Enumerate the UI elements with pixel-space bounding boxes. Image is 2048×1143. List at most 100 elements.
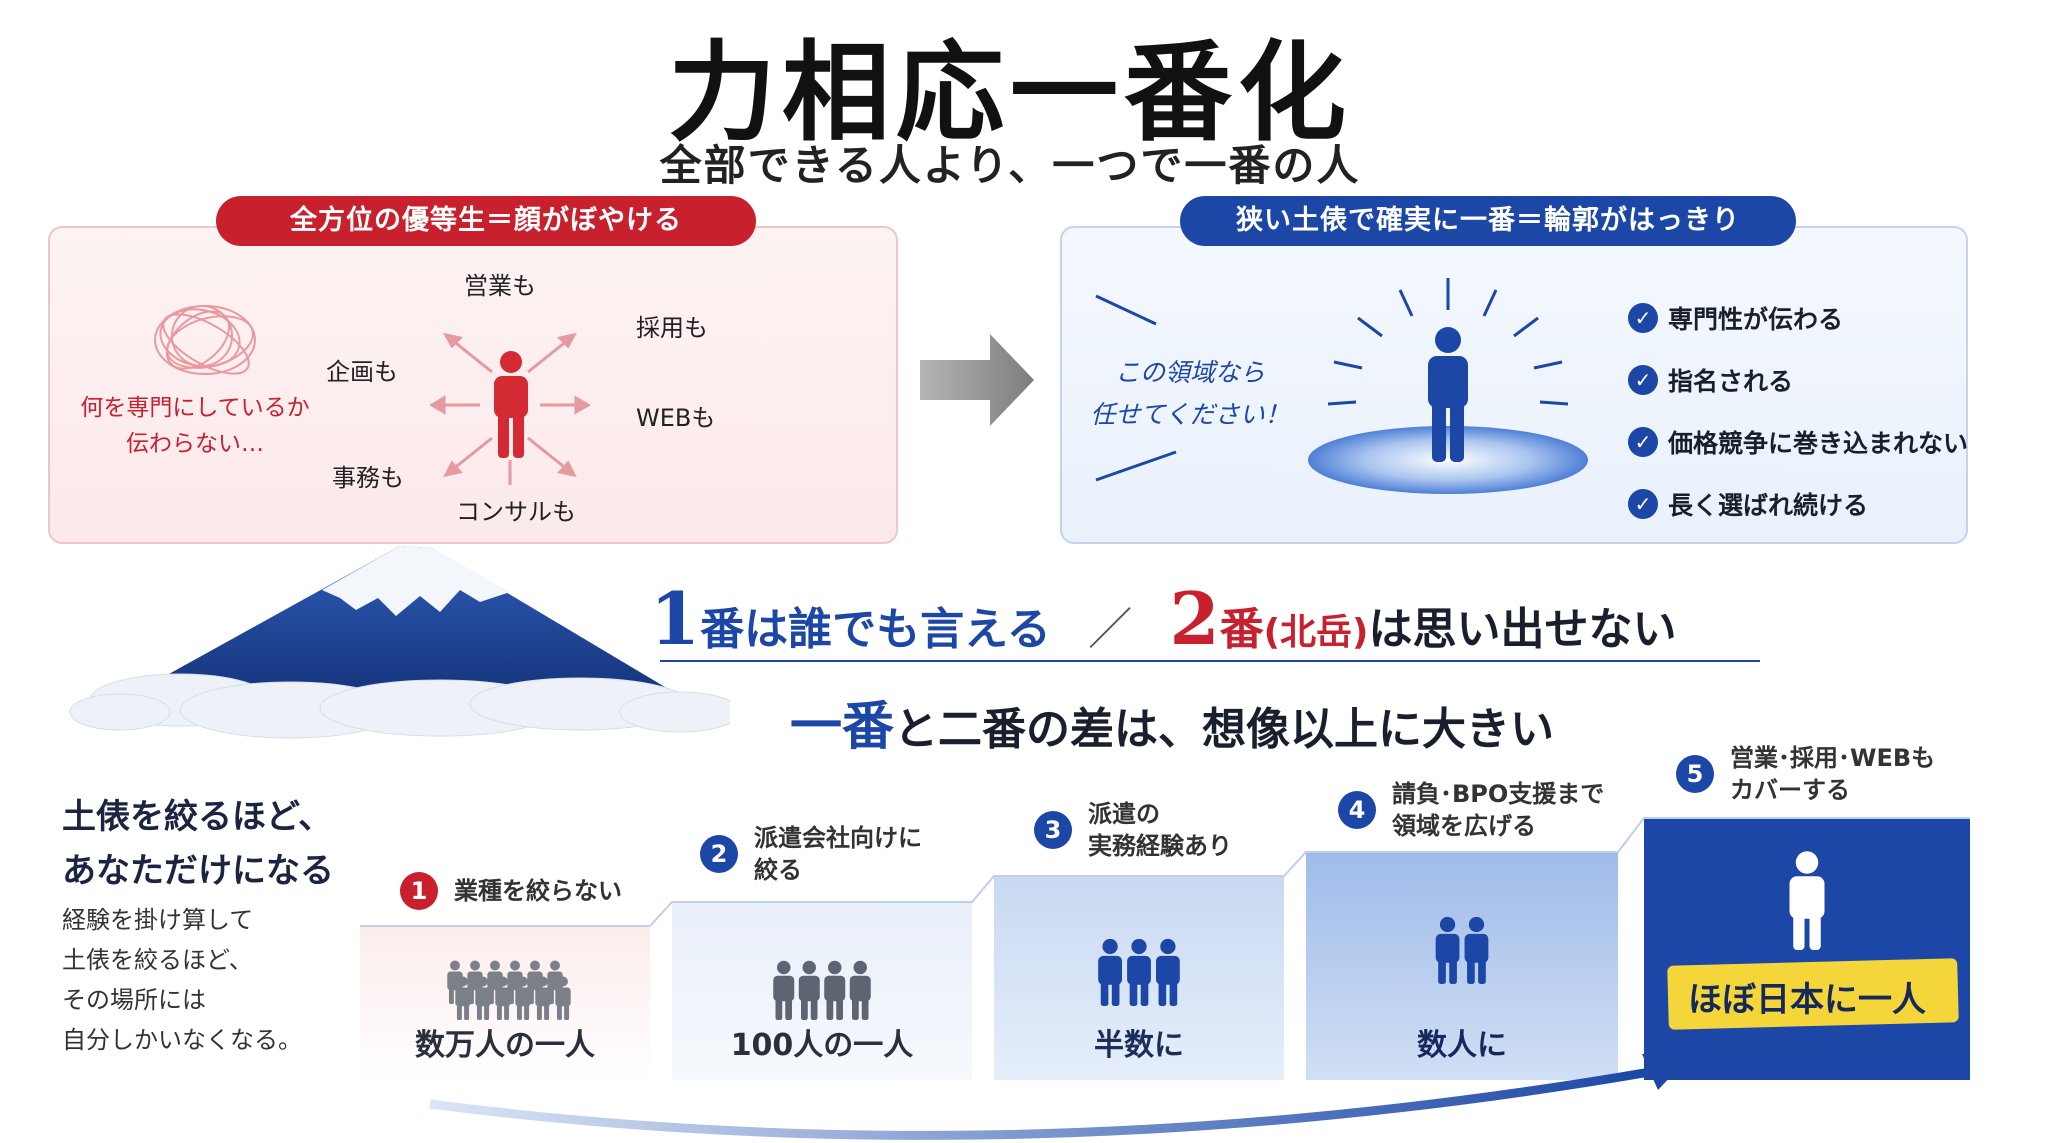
step-3-number: 3 bbox=[1034, 811, 1072, 849]
rank-two-number: 2 bbox=[1169, 576, 1220, 661]
check-icon: ✓ bbox=[1628, 427, 1658, 457]
benefit-item: ✓指名される bbox=[1628, 362, 1968, 398]
step-2-line1: 派遣会社向けに bbox=[754, 824, 922, 852]
headline-gap: 一番と二番の差は、想像以上に大きい bbox=[790, 684, 1554, 759]
step-2-line2: 絞る bbox=[754, 856, 802, 884]
staircase-background bbox=[360, 817, 1970, 1080]
step-1-text: 業種を絞らない bbox=[454, 877, 622, 905]
step-4-line2: 領域を広げる bbox=[1392, 812, 1536, 840]
step-2-result: 100人の一人 bbox=[730, 1028, 914, 1063]
spotlight-person-icon bbox=[1308, 278, 1588, 494]
step-4-label: 4 請負･BPO支援まで領域を広げる bbox=[1338, 778, 1604, 842]
page-subtitle: 全部できる人より、一つで一番の人 bbox=[659, 141, 1361, 190]
vague-caption-line1: 何を専門にしているか bbox=[80, 395, 310, 421]
step-5-label: 5 営業･採用･WEBもカバーする bbox=[1676, 742, 1935, 806]
benefit-checklist: ✓専門性が伝わる ✓指名される ✓価格競争に巻き込まれない ✓長く選ばれ続ける bbox=[1628, 300, 1968, 522]
headline-separator: ／ bbox=[1088, 604, 1133, 655]
rank-one-text: 番は誰でも言える bbox=[700, 604, 1051, 655]
radial-label-recruiting: 採用も bbox=[636, 314, 708, 342]
page-title: 力相応一番化 bbox=[667, 31, 1352, 156]
emphasis-lines bbox=[1095, 294, 1177, 482]
step-2-label: 2 派遣会社向けに絞る bbox=[700, 822, 922, 886]
radial-arrows bbox=[430, 332, 590, 485]
person-icon bbox=[515, 976, 531, 1020]
headline-divider bbox=[660, 660, 1760, 662]
step-5-number: 5 bbox=[1676, 755, 1714, 793]
speech-line2: 任せてください！ bbox=[1090, 400, 1290, 429]
person-icon bbox=[535, 976, 551, 1020]
step-3-label: 3 派遣の実務経験あり bbox=[1034, 798, 1232, 862]
person-icon bbox=[475, 976, 491, 1020]
person-icon bbox=[1156, 938, 1180, 1006]
rank-two-text: は思い出せない bbox=[1368, 604, 1677, 655]
radial-label-office: 事務も bbox=[332, 464, 404, 492]
specialist-speech: この領域なら 任せてください！ bbox=[1080, 352, 1300, 436]
generalist-person-icon bbox=[494, 351, 528, 458]
generalist-panel bbox=[48, 226, 898, 544]
mount-fuji-illustration bbox=[69, 546, 730, 739]
person-icon bbox=[1435, 916, 1460, 984]
people-groups bbox=[447, 851, 1825, 1020]
gap-emphasis: 一番 bbox=[790, 697, 895, 757]
benefit-item: ✓専門性が伝わる bbox=[1628, 300, 1968, 336]
person-icon bbox=[773, 960, 795, 1020]
person-icon bbox=[798, 960, 820, 1020]
speech-line1: この領域なら bbox=[1114, 358, 1265, 387]
vague-caption: 何を専門にしているか 伝わらない… bbox=[70, 390, 320, 462]
step-4-number: 4 bbox=[1338, 791, 1376, 829]
gap-text: と二番の差は、想像以上に大きい bbox=[894, 704, 1555, 755]
side-body-line: 自分しかいなくなる。 bbox=[62, 1026, 302, 1054]
step-3-text: 派遣の実務経験あり bbox=[1088, 798, 1232, 862]
step-2-number: 2 bbox=[700, 835, 738, 873]
check-icon: ✓ bbox=[1628, 365, 1658, 395]
person-icon bbox=[1464, 916, 1489, 984]
step-3-line2: 実務経験あり bbox=[1088, 832, 1232, 860]
person-icon bbox=[849, 960, 871, 1020]
specialist-header: 狭い土俵で確実に一番＝輪郭がはっきり bbox=[1180, 196, 1796, 246]
person-icon bbox=[555, 976, 571, 1020]
person-icon bbox=[1789, 851, 1825, 950]
rank-one-number: 1 bbox=[650, 576, 701, 661]
benefit-item: ✓価格競争に巻き込まれない bbox=[1628, 424, 1968, 460]
side-body-line: 土俵を絞るほど、 bbox=[62, 946, 253, 974]
person-icon bbox=[1098, 938, 1122, 1006]
side-body: 経験を掛け算して 土俵を絞るほど、 その場所には 自分しかいなくなる。 bbox=[62, 900, 302, 1060]
headline-rank: 1番は誰でも言える ／ 2番(北岳)は思い出せない bbox=[650, 576, 1770, 661]
step-5-text: 営業･採用･WEBもカバーする bbox=[1730, 742, 1935, 806]
step-2-text: 派遣会社向けに絞る bbox=[754, 822, 922, 886]
step-3-line1: 派遣の bbox=[1088, 800, 1160, 828]
rank-two-mountain: (北岳) bbox=[1263, 612, 1369, 653]
step-1-result: 数万人の一人 bbox=[415, 1028, 595, 1063]
check-icon: ✓ bbox=[1628, 489, 1658, 519]
side-body-line: 経験を掛け算して bbox=[62, 906, 254, 934]
transition-arrow-icon bbox=[920, 334, 1034, 426]
radial-label-consulting: コンサルも bbox=[456, 498, 576, 526]
vague-caption-line2: 伝わらない… bbox=[126, 431, 264, 457]
check-icon: ✓ bbox=[1628, 303, 1658, 333]
progress-sweep-arrow-icon bbox=[429, 1054, 1690, 1140]
step-4-line1: 請負･BPO支援まで bbox=[1392, 780, 1605, 808]
step-5-line1: 営業･採用･WEBも bbox=[1730, 744, 1936, 772]
step-1-number: 1 bbox=[400, 872, 438, 910]
step-5-line2: カバーする bbox=[1730, 776, 1850, 804]
step-4-result: 数人に bbox=[1417, 1028, 1507, 1063]
generalist-header: 全方位の優等生＝顔がぼやける bbox=[216, 196, 756, 246]
radial-label-web: WEBも bbox=[636, 404, 716, 432]
person-icon bbox=[455, 976, 471, 1020]
person-icon bbox=[1127, 938, 1151, 1006]
step-1-label: 1 業種を絞らない bbox=[400, 872, 622, 910]
radial-label-planning: 企画も bbox=[326, 358, 398, 386]
tangled-scribble-icon bbox=[154, 305, 256, 375]
person-icon bbox=[495, 976, 511, 1020]
step-3-result: 半数に bbox=[1094, 1028, 1184, 1063]
side-title-line2: あなただけになる bbox=[62, 851, 334, 891]
radial-label-sales: 営業も bbox=[464, 272, 536, 300]
person-icon bbox=[824, 960, 846, 1020]
side-title: 土俵を絞るほど、 あなただけになる bbox=[62, 790, 334, 898]
step-5-result: ほぼ日本に一人 bbox=[1688, 980, 1926, 1020]
side-body-line: その場所には bbox=[62, 986, 206, 1014]
step-4-text: 請負･BPO支援まで領域を広げる bbox=[1392, 778, 1604, 842]
side-title-line1: 土俵を絞るほど、 bbox=[62, 797, 333, 837]
rank-two-suffix: 番 bbox=[1219, 604, 1264, 655]
benefit-item: ✓長く選ばれ続ける bbox=[1628, 486, 1968, 522]
